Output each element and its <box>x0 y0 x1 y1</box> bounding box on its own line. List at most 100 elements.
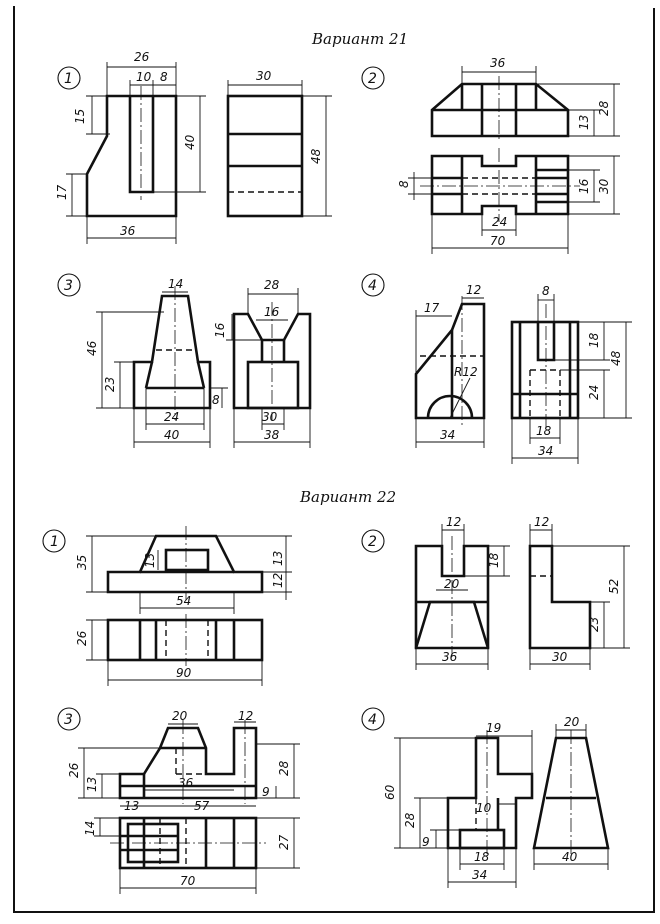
dim-30: 30 <box>597 178 611 194</box>
dim-13-window: 13 <box>143 553 157 568</box>
dim-38: 40 <box>164 428 180 442</box>
dim-30: 30 <box>256 69 272 83</box>
dim-34-side: 34 <box>538 444 553 458</box>
plan-view <box>430 154 570 216</box>
dim-40: 38 <box>264 428 280 442</box>
side-view <box>528 544 592 650</box>
edge <box>246 360 300 410</box>
dim-34: 34 <box>472 868 487 882</box>
task-number: 1 <box>64 71 73 87</box>
task-number-circle <box>57 707 81 731</box>
dim-10: 10 <box>476 801 492 815</box>
dim-26: 26 <box>75 630 89 646</box>
task-number: 4 <box>368 712 377 728</box>
task-number: 4 <box>368 278 377 294</box>
dim-36: 36 <box>178 776 194 790</box>
dim-16-side: 16 <box>213 322 227 338</box>
dim-12: 12 <box>446 515 461 529</box>
dim-28: 28 <box>403 812 417 828</box>
dim-28: 28 <box>277 760 291 776</box>
task-number: 3 <box>64 712 73 728</box>
dim-14: 14 <box>168 277 183 291</box>
dim-70: 70 <box>180 874 196 888</box>
v21-task-3: 3 14 46 23 24 40 8 28 <box>57 273 312 448</box>
dim-28: 28 <box>597 100 611 116</box>
dim-36: 36 <box>442 650 458 664</box>
dim-40: 40 <box>562 850 578 864</box>
dim-18: 18 <box>474 850 490 864</box>
v21-task-2: 2 36 13 28 8 <box>361 56 620 254</box>
dim-8: 8 <box>212 393 220 407</box>
dim-20: 20 <box>564 715 580 729</box>
dim-48: 48 <box>309 148 323 164</box>
v22-task-2: 2 12 18 20 36 12 52 23 <box>361 515 630 670</box>
task-number-circle <box>361 529 385 553</box>
dim-8: 8 <box>397 180 411 188</box>
front-view <box>414 302 486 420</box>
task-number: 3 <box>64 278 73 294</box>
dim-13: 13 <box>85 777 99 792</box>
dim-26: 26 <box>134 50 150 64</box>
dim-34: 34 <box>440 428 455 442</box>
v21-task-4: 4 R12 17 12 34 8 18 <box>361 273 632 464</box>
boss <box>458 828 506 850</box>
dim-16-top: 16 <box>264 305 280 319</box>
dim-17: 17 <box>55 184 69 200</box>
dim-12: 12 <box>466 283 481 297</box>
task-number-circle <box>361 66 385 90</box>
side-view <box>226 94 304 218</box>
dim-14: 14 <box>83 821 97 836</box>
front-view <box>106 534 264 594</box>
dim-19: 19 <box>486 721 501 735</box>
dim-17: 17 <box>424 301 440 315</box>
dim-48: 48 <box>609 350 623 366</box>
dim-20: 20 <box>172 709 188 723</box>
dim-30: 24 <box>164 410 179 424</box>
dim-23: 23 <box>103 377 117 392</box>
task-number-circle <box>42 529 66 553</box>
dim-24: 24 <box>492 215 507 229</box>
dim-90: 90 <box>176 666 192 680</box>
dim-8: 8 <box>542 284 550 298</box>
dim-36: 36 <box>490 56 506 70</box>
task-number: 1 <box>50 534 59 550</box>
dim-40: 40 <box>183 134 197 150</box>
dim-28: 28 <box>264 278 280 292</box>
edge <box>144 361 154 389</box>
dim-13: 13 <box>577 115 591 130</box>
arch <box>426 394 474 419</box>
dim-12: 12 <box>271 573 285 588</box>
slot <box>128 96 155 194</box>
dim-12: 12 <box>238 709 253 723</box>
dim-18: 18 <box>587 332 601 348</box>
task-number-circle <box>57 66 81 90</box>
front-view <box>132 294 212 410</box>
dim-9: 9 <box>422 835 430 849</box>
task-number-circle <box>57 273 81 297</box>
dim-R12: R12 <box>454 365 478 379</box>
task-number-circle <box>361 273 385 297</box>
v21-task-1: 1 26 10 8 15 17 40 36 <box>55 50 332 244</box>
dim-27: 27 <box>277 834 291 850</box>
front-view <box>85 94 178 218</box>
dim-10: 10 <box>136 70 152 84</box>
dim-24: 24 <box>587 385 601 400</box>
dim-23: 23 <box>587 617 601 632</box>
dim-8: 8 <box>160 70 168 84</box>
dim-52: 52 <box>607 579 621 594</box>
dim-60: 60 <box>383 784 397 800</box>
variant-21-title: Вариант 21 <box>311 30 408 48</box>
dim-24: 30 <box>262 410 278 424</box>
dim-18-bottom: 18 <box>536 424 552 438</box>
task-number: 2 <box>368 534 377 550</box>
edge <box>196 361 206 389</box>
dim-26: 26 <box>67 762 81 778</box>
dim-54: 54 <box>176 594 191 608</box>
dim-35: 35 <box>75 555 89 570</box>
dim-36: 36 <box>120 224 136 238</box>
dim-18: 18 <box>487 552 501 568</box>
dim-15: 15 <box>73 109 87 124</box>
dim-57: 57 <box>194 799 210 813</box>
dim-13: 13 <box>271 551 285 566</box>
